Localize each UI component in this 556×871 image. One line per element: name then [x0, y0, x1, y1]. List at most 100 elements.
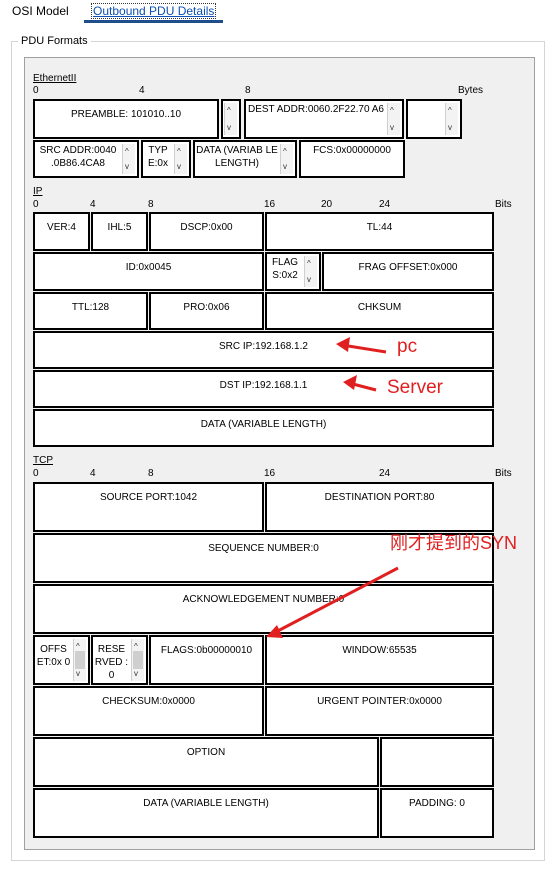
urgent-pointer-text: URGENT POINTER:0x0000 — [317, 696, 442, 707]
flags-text: FLAG S:0x2 — [271, 257, 299, 281]
scrollbar[interactable]: ^v — [280, 144, 293, 174]
ethernet-ruler: 0 4 8 — [33, 85, 453, 97]
preamble-overflow-field[interactable]: : ^v — [221, 99, 241, 139]
scrollbar[interactable]: ^v — [387, 103, 400, 135]
scrollbar[interactable]: ^v — [73, 639, 86, 681]
arrow-server-head — [343, 375, 357, 390]
ruler-label: 24 — [379, 199, 391, 210]
padding-field: PADDING: 0 — [380, 788, 494, 838]
ack-text: ACKNOWLEDGEMENT NUMBER:0 — [182, 594, 345, 605]
ruler-label: 20 — [321, 199, 333, 210]
eth-data-field[interactable]: DATA (VARIAB LE LENGTH) ^v — [193, 140, 297, 178]
preamble-text: PREAMBLE: 101010..10 — [70, 109, 182, 120]
tcp-flags-text: FLAGS:0b00000010 — [160, 645, 253, 656]
chevron-down-icon[interactable]: v — [134, 669, 138, 678]
protocol-text: PRO:0x06 — [183, 302, 230, 313]
scrollbar[interactable]: ^v — [122, 144, 135, 174]
ruler-label: 0 — [33, 199, 39, 210]
ruler-label: 8 — [148, 199, 154, 210]
scrollbar-thumb[interactable] — [133, 651, 143, 669]
chevron-down-icon[interactable]: v — [283, 162, 287, 171]
reserved-field[interactable]: RESE RVED : 0 ^v — [91, 635, 148, 685]
tcp-data-field: DATA (VARIABLE LENGTH) — [33, 788, 379, 838]
ip-data-text: DATA (VARIABLE LENGTH) — [200, 419, 327, 430]
dest-addr-field[interactable]: DEST ADDR:0060.2F22.70 A6 ^v — [244, 99, 404, 139]
ruler-label: 8 — [148, 468, 154, 479]
preamble-field: PREAMBLE: 101010..10 — [33, 99, 219, 139]
ip-ruler: 0 4 8 16 20 24 — [33, 199, 503, 211]
scrollbar[interactable]: ^v — [224, 103, 237, 135]
ip-unit: Bits — [495, 199, 512, 210]
dest-addr-text: DEST ADDR:0060.2F22.70 A6 — [247, 104, 384, 115]
dest-addr-overflow-field[interactable]: ^v — [406, 99, 462, 139]
dscp-text: DSCP:0x00 — [180, 222, 233, 233]
tl-text: TL:44 — [366, 222, 393, 233]
ethernet-unit: Bytes — [458, 85, 484, 96]
ihl-field: IHL:5 — [91, 212, 148, 251]
scrollbar-thumb[interactable] — [75, 651, 85, 669]
fcs-text: FCS:0x00000000 — [313, 145, 391, 156]
chevron-up-icon[interactable]: ^ — [177, 147, 181, 156]
ihl-text: IHL:5 — [107, 222, 132, 233]
ip-label: IP — [33, 186, 43, 197]
padding-text: PADDING: 0 — [409, 798, 465, 809]
ver-field: VER:4 — [33, 212, 90, 251]
tcp-checksum-field: CHECKSUM:0x0000 — [33, 686, 264, 736]
annotation-server: Server — [387, 377, 443, 398]
chevron-up-icon[interactable]: ^ — [76, 642, 80, 651]
arrow-syn — [271, 566, 399, 636]
tab-pdu-label: Outbound PDU Details — [90, 3, 217, 19]
chevron-down-icon[interactable]: v — [177, 162, 181, 171]
tcp-label: TCP — [33, 455, 53, 466]
ruler-label: 16 — [264, 199, 276, 210]
pdu-formats-title: PDU Formats — [18, 35, 91, 47]
ruler-label: 0 — [33, 85, 39, 96]
chksum-field: CHKSUM — [265, 292, 494, 330]
src-addr-field[interactable]: SRC ADDR:0040 .0B86.4CA8 ^v — [33, 140, 139, 178]
src-port-text: SOURCE PORT:1042 — [99, 492, 198, 503]
chevron-up-icon[interactable]: ^ — [390, 106, 394, 115]
option-pad-field — [380, 737, 494, 787]
ruler-label: 8 — [245, 85, 251, 96]
fcs-field: FCS:0x00000000 — [299, 140, 405, 178]
scrollbar[interactable]: ^v — [304, 256, 317, 287]
chevron-down-icon[interactable]: v — [125, 162, 129, 171]
ttl-field: TTL:128 — [33, 292, 148, 330]
ruler-label: 0 — [33, 468, 39, 479]
chevron-up-icon[interactable]: ^ — [125, 147, 129, 156]
option-text: OPTION — [186, 747, 226, 758]
window-text: WINDOW:65535 — [342, 645, 417, 656]
tab-outbound-pdu-details[interactable]: Outbound PDU Details — [84, 2, 224, 23]
frag-offset-text: FRAG OFFSET:0x000 — [358, 262, 458, 273]
arrow-pc-head — [336, 337, 350, 352]
tcp-flags-field: FLAGS:0b00000010 — [149, 635, 264, 685]
annotation-pc: pc — [397, 336, 418, 357]
chevron-up-icon[interactable]: ^ — [134, 642, 138, 651]
chevron-up-icon[interactable]: ^ — [227, 106, 231, 115]
scrollbar[interactable]: ^v — [445, 103, 458, 135]
chevron-up-icon[interactable]: ^ — [283, 147, 287, 156]
chevron-down-icon[interactable]: v — [227, 123, 231, 132]
pdu-panel: EthernetII 0 4 8 Bytes PREAMBLE: 101010.… — [24, 57, 535, 850]
chevron-down-icon[interactable]: v — [307, 275, 311, 284]
scrollbar[interactable]: ^v — [131, 639, 144, 681]
frag-offset-field: FRAG OFFSET:0x000 — [322, 252, 494, 291]
offset-field[interactable]: OFFS ET:0x 0 ^v — [33, 635, 90, 685]
dscp-field: DSCP:0x00 — [149, 212, 264, 251]
type-field[interactable]: TYP E:0x ^v — [141, 140, 191, 178]
arrow-pc — [341, 343, 387, 354]
chevron-up-icon[interactable]: ^ — [448, 106, 452, 115]
chevron-up-icon[interactable]: ^ — [307, 259, 311, 268]
flags-field[interactable]: FLAG S:0x2 ^v — [265, 252, 321, 291]
tcp-ruler: 0 4 8 16 24 — [33, 468, 503, 480]
chevron-down-icon[interactable]: v — [390, 123, 394, 132]
chevron-down-icon[interactable]: v — [448, 123, 452, 132]
type-text: TYP E:0x — [147, 145, 168, 169]
ruler-label: 4 — [90, 468, 96, 479]
tcp-checksum-text: CHECKSUM:0x0000 — [102, 696, 195, 707]
sequence-field: SEQUENCE NUMBER:0 — [33, 533, 494, 583]
chevron-down-icon[interactable]: v — [76, 669, 80, 678]
tab-osi-model[interactable]: OSI Model — [12, 4, 69, 18]
scrollbar[interactable]: ^v — [174, 144, 187, 174]
